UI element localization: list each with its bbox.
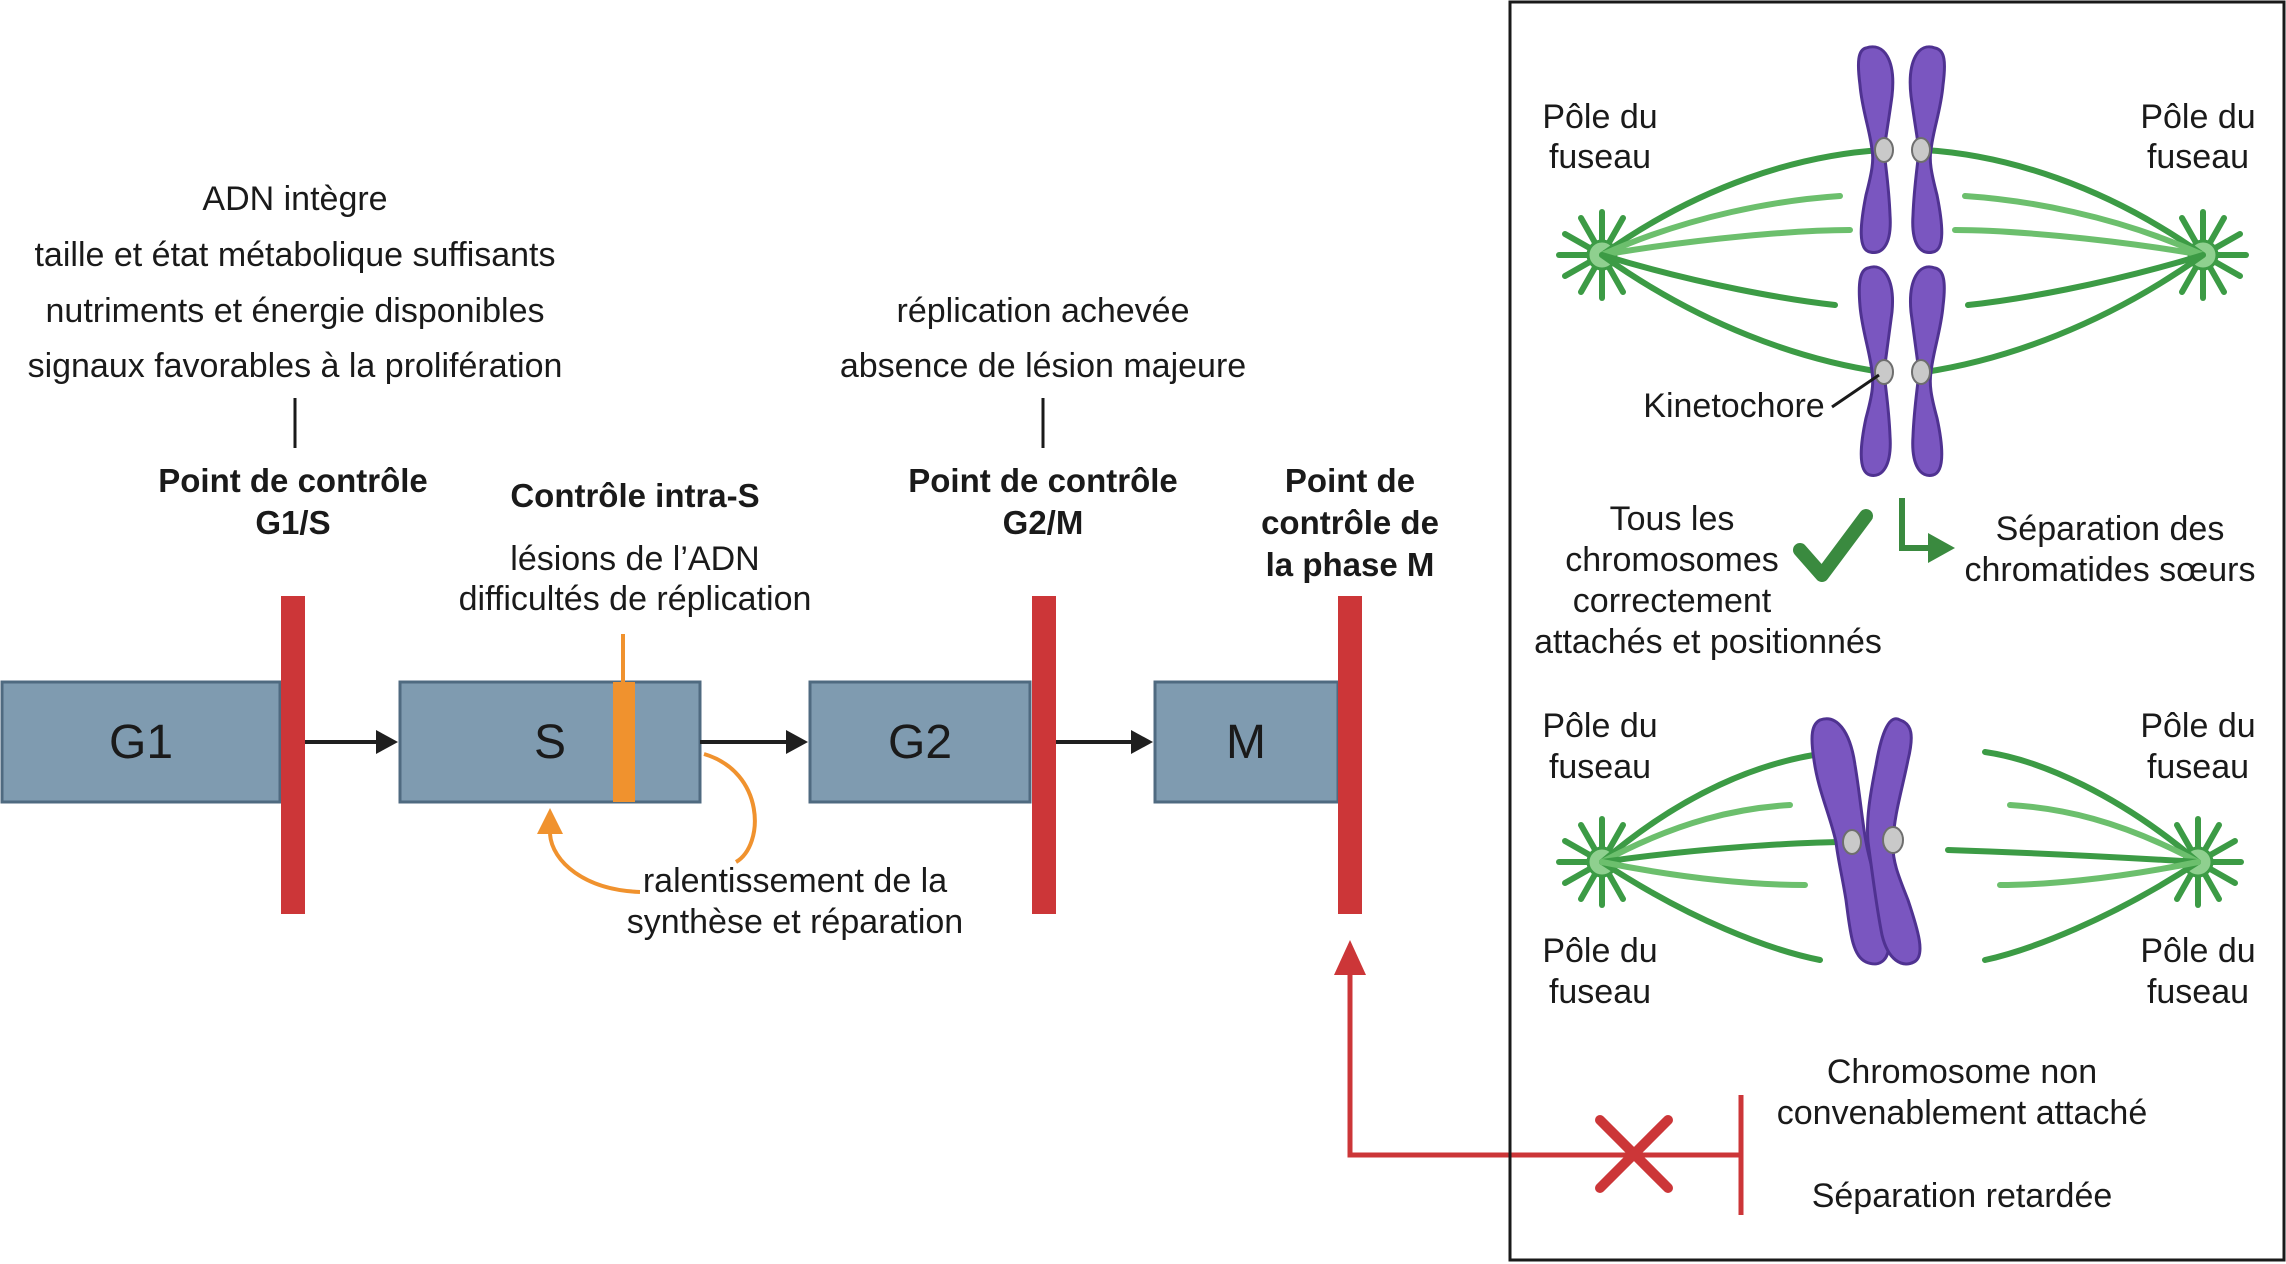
- phase-m-label: M: [1226, 716, 1266, 769]
- arrow-s-g2-head: [786, 730, 808, 754]
- chromosome-top: [1856, 45, 1946, 254]
- g2m-condition-2: absence de lésion majeure: [840, 347, 1246, 385]
- checkpoint-m-title-3: la phase M: [1266, 546, 1435, 583]
- g1s-condition-3: nutriments et énergie disponibles: [46, 292, 545, 330]
- pole-label-bl-3: Pôle du: [1542, 932, 1657, 970]
- checkpoint-intra-s-title: Contrôle intra-S: [510, 477, 759, 514]
- intra-s-response-2: synthèse et réparation: [627, 903, 963, 941]
- m-feedback-arrow-head: [1334, 940, 1366, 975]
- phase-s-box: [398, 680, 702, 804]
- pole-label-br-4: fuseau: [2147, 973, 2249, 1011]
- g2m-conditions: réplication achevée absence de lésion ma…: [840, 292, 1246, 448]
- cross-icon: [1595, 1115, 1673, 1193]
- phase-arrows: [302, 730, 1153, 754]
- phase-m-box: [1153, 680, 1340, 804]
- g1s-condition-2: taille et état métabolique suffisants: [34, 236, 555, 274]
- ok-condition-3: correctement: [1573, 582, 1772, 620]
- kinetochore-label: Kinetochore: [1643, 387, 1824, 425]
- checkpoint-m-title-2: contrôle de: [1261, 504, 1439, 541]
- g1s-condition-4: signaux favorables à la prolifération: [28, 347, 563, 385]
- pole-label-br-1: Pôle du: [2140, 707, 2255, 745]
- bad-condition-1: Chromosome non: [1827, 1053, 2097, 1091]
- phase-g2-label: G2: [888, 716, 952, 769]
- spindle-pole-right-top: [2179, 209, 2249, 301]
- ok-result-arrow: [1899, 498, 1955, 563]
- checkpoint-g1s-title-2: G1/S: [255, 504, 330, 541]
- phase-g1-box: [0, 680, 282, 804]
- intra-s-condition-1: lésions de l’ADN: [510, 540, 759, 578]
- checkpoint-m-title-1: Point de: [1285, 462, 1415, 499]
- g1s-condition-1: ADN intègre: [202, 180, 387, 218]
- ok-condition-2: chromosomes: [1565, 541, 1779, 579]
- kinetochore-pointer: [1831, 373, 1880, 409]
- pole-label-br-3: Pôle du: [2140, 932, 2255, 970]
- pole-label-bl-2: fuseau: [1549, 748, 1651, 786]
- checkpoint-g1s-bar: [281, 596, 305, 914]
- intra-s-condition-2: difficultés de réplication: [459, 580, 812, 618]
- checkpoint-g2m-title-1: Point de contrôle: [908, 462, 1178, 499]
- ok-condition-1: Tous les: [1610, 500, 1735, 538]
- g1s-conditions: ADN intègre taille et état métabolique s…: [28, 180, 563, 448]
- checkpoint-m-bar: [1338, 596, 1362, 914]
- pole-label-tr-1: Pôle du: [2140, 98, 2255, 136]
- phase-s: S: [398, 680, 702, 804]
- intra-s-feedback-arrow: [537, 752, 757, 894]
- mitosis-panel-frame: [1508, 0, 2286, 1262]
- pole-label-tr-2: fuseau: [2147, 138, 2249, 176]
- pole-label-tl-1: Pôle du: [1542, 98, 1657, 136]
- ok-result-1: Séparation des: [1996, 510, 2225, 548]
- pole-label-bl-4: fuseau: [1549, 973, 1651, 1011]
- phase-m: M: [1153, 680, 1340, 804]
- bad-result: Séparation retardée: [1812, 1177, 2113, 1215]
- pole-label-br-2: fuseau: [2147, 748, 2249, 786]
- arrow-g2-m-head: [1131, 730, 1153, 754]
- pole-label-bl-1: Pôle du: [1542, 707, 1657, 745]
- intra-s-marker: [613, 682, 635, 802]
- checkpoint-g2m-bar: [1032, 596, 1056, 914]
- ok-result-2: chromatides sœurs: [1965, 551, 2256, 589]
- intra-s-response-1: ralentissement de la: [643, 862, 947, 900]
- ok-condition-4: attachés et positionnés: [1534, 623, 1882, 661]
- arrow-g1-s-head: [376, 730, 398, 754]
- check-icon: [1793, 509, 1873, 582]
- intra-s-feedback-head: [537, 808, 563, 834]
- pole-label-tl-2: fuseau: [1549, 138, 1651, 176]
- checkpoint-g1s-title-1: Point de contrôle: [158, 462, 428, 499]
- phase-g1-label: G1: [109, 716, 173, 769]
- m-checkpoint-feedback-arrow: [1334, 940, 1744, 1215]
- phase-g2: G2: [808, 680, 1032, 804]
- phase-g1: G1: [0, 680, 282, 804]
- chromosome-middle: [1857, 265, 1946, 477]
- bad-condition-2: convenablement attaché: [1777, 1094, 2147, 1132]
- checkpoint-g2m-title-2: G2/M: [1003, 504, 1084, 541]
- phase-s-label: S: [534, 716, 566, 769]
- phase-g2-box: [808, 680, 1032, 804]
- chromosome-misattached: [1810, 717, 1922, 966]
- spindle-incorrect: [1556, 717, 2244, 966]
- g2m-condition-1: réplication achevée: [897, 292, 1190, 330]
- spindle-correct: [1556, 45, 2249, 477]
